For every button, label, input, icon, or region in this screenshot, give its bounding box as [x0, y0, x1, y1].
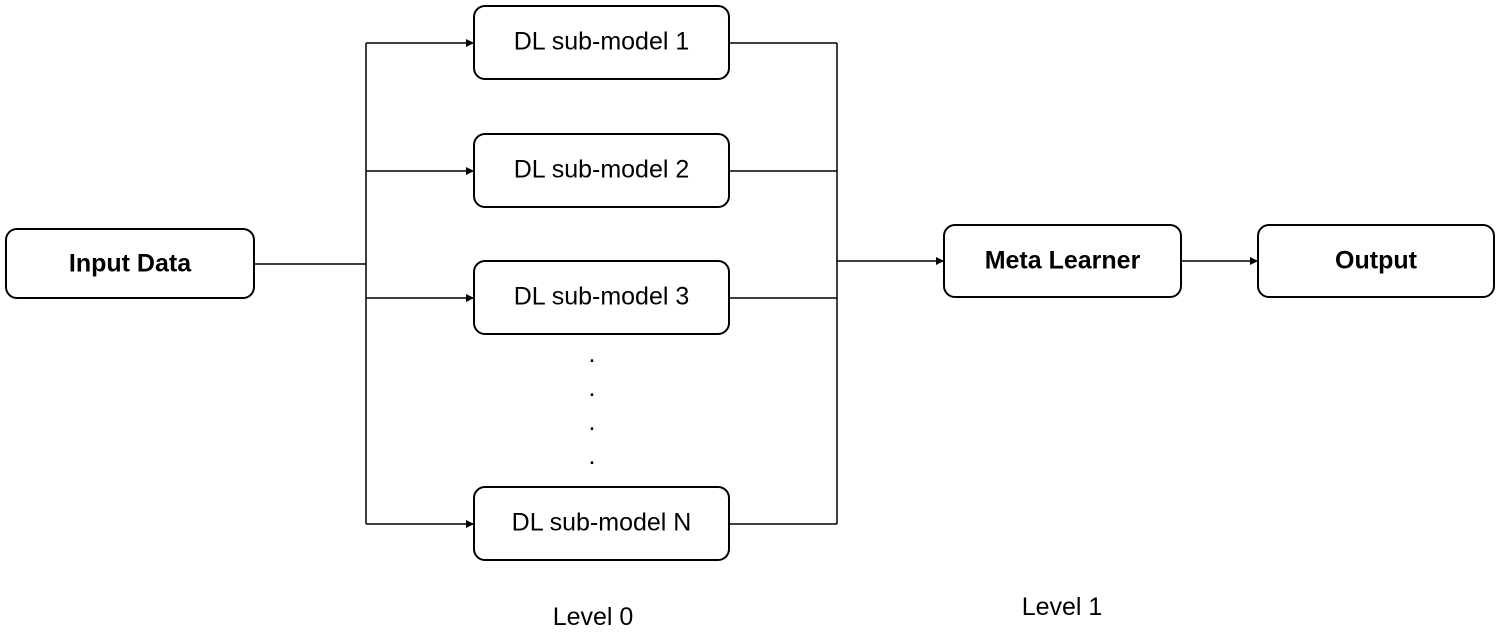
node-label: DL sub-model 2 [514, 156, 690, 184]
node-label: Meta Learner [985, 247, 1141, 275]
node-dl-sub-model-2: DL sub-model 2 [473, 133, 730, 208]
node-output: Output [1257, 224, 1495, 298]
node-dl-sub-model-n: DL sub-model N [473, 486, 730, 561]
ellipsis-dot: . [589, 374, 596, 402]
vertical-ellipsis: . . . . [589, 340, 596, 470]
node-dl-sub-model-3: DL sub-model 3 [473, 260, 730, 335]
level-1-label: Level 1 [1022, 593, 1103, 621]
node-meta-learner: Meta Learner [943, 224, 1182, 298]
node-label: DL sub-model N [512, 509, 692, 537]
node-label: DL sub-model 1 [514, 28, 690, 56]
node-label: Output [1335, 247, 1418, 275]
level-0-label: Level 0 [553, 603, 634, 631]
node-label: Input Data [69, 250, 192, 278]
node-dl-sub-model-1: DL sub-model 1 [473, 5, 730, 80]
ellipsis-dot: . [589, 408, 596, 436]
ellipsis-dot: . [589, 442, 596, 470]
ellipsis-dot: . [589, 340, 596, 368]
node-input-data: Input Data [5, 228, 255, 299]
node-label: DL sub-model 3 [514, 283, 690, 311]
edges [254, 39, 1258, 528]
